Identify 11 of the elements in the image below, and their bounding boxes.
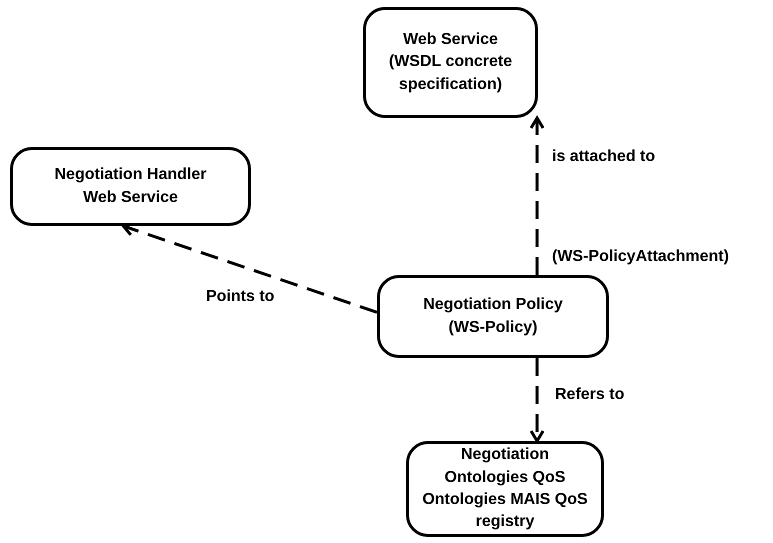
- node-text: Web Service (WSDL concrete specification): [388, 30, 514, 95]
- rounded-box: [10, 147, 251, 226]
- rounded-box: [363, 7, 538, 118]
- note-text: (WS-PolicyAttachment): [552, 248, 729, 266]
- node-text: Negotiation Ontologies QoS Ontologies MAIS QoS registry: [421, 445, 589, 532]
- dashed-arrow: [530, 358, 545, 442]
- rounded-box: [377, 275, 609, 358]
- node-text: Negotiation Policy (WS-Policy): [422, 295, 564, 338]
- node-text: Negotiation Handler Web Service: [53, 165, 208, 208]
- dashed-arrow: [530, 116, 545, 275]
- rounded-box: [406, 441, 604, 537]
